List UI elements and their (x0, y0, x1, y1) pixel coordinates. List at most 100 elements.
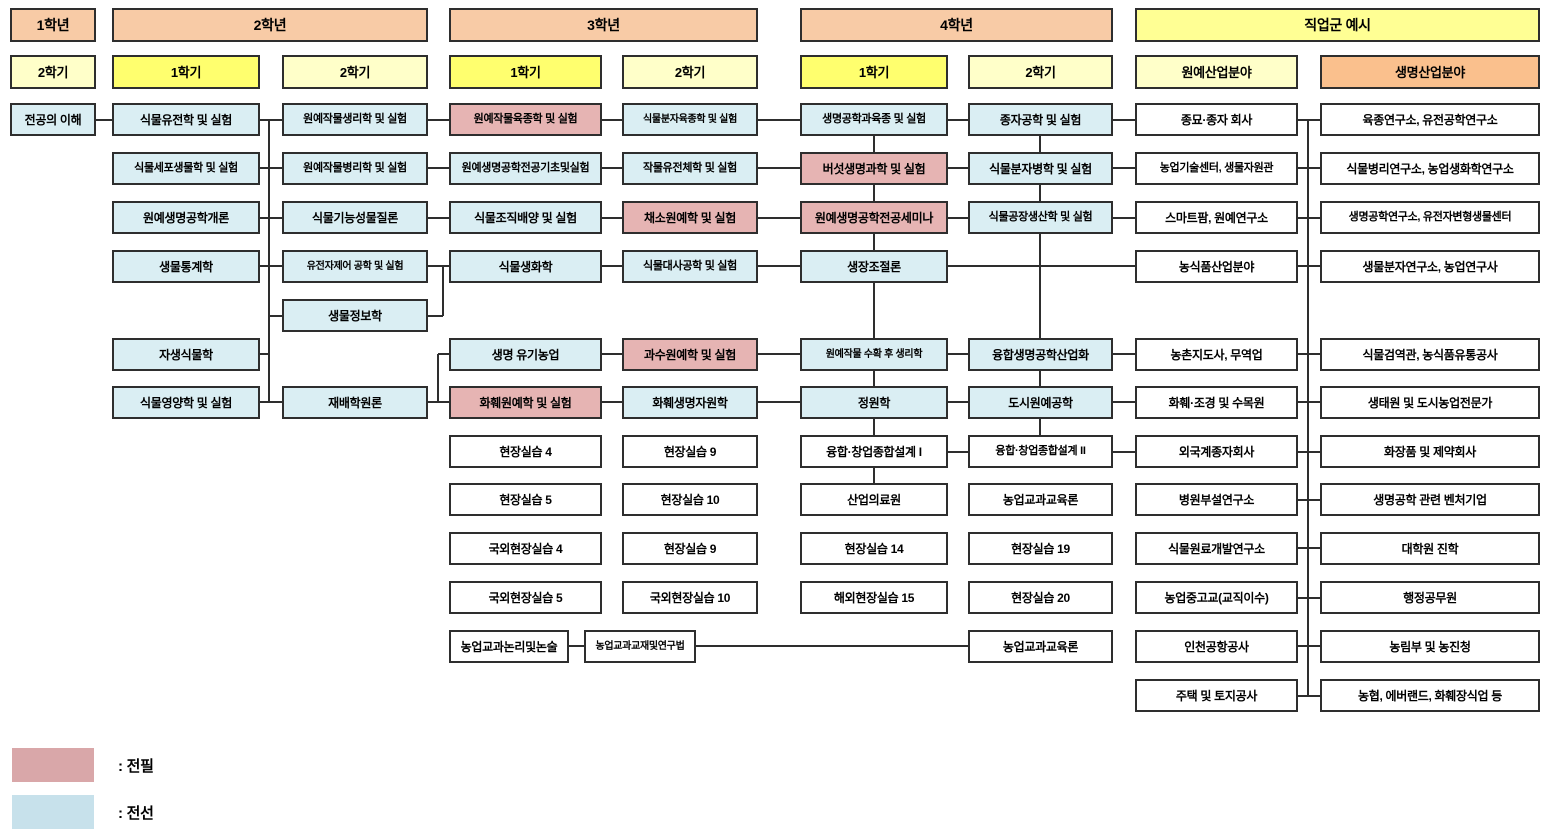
course-box: 현장실습 5 (449, 483, 602, 516)
connector-line (428, 265, 449, 267)
connector-line (1298, 401, 1320, 403)
course-box: 버섯생명과학 및 실험 (800, 152, 948, 185)
career-box: 생명공학 관련 벤처기업 (1320, 483, 1540, 516)
career-box: 식물원료개발연구소 (1135, 532, 1298, 565)
required-course-swatch (12, 748, 94, 782)
course-box: 자생식물학 (112, 338, 260, 371)
connector-line (1298, 451, 1320, 453)
course-box: 농업교과논리및논술 (449, 630, 569, 663)
course-box: 식물공장생산학 및 실험 (968, 201, 1113, 234)
course-box: 산업의료원 (800, 483, 948, 516)
course-box: 현장실습 14 (800, 532, 948, 565)
column-header: 2학기 (10, 55, 96, 89)
course-box: 융합·창업종합설계 II (968, 435, 1113, 468)
course-box: 식물분자병학 및 실험 (968, 152, 1113, 185)
career-box: 인천공항공사 (1135, 630, 1298, 663)
course-box: 전공의 이해 (10, 103, 96, 136)
career-box: 화장품 및 제약회사 (1320, 435, 1540, 468)
career-box: 주택 및 토지공사 (1135, 679, 1298, 712)
course-box: 융합생명공학산업화 (968, 338, 1113, 371)
connector-line (1113, 167, 1135, 169)
connector-line (602, 217, 622, 219)
course-box: 생물통계학 (112, 250, 260, 283)
connector-line (1298, 547, 1320, 549)
elective-course-swatch (12, 795, 94, 829)
connector-line (602, 265, 622, 267)
course-box: 종자공학 및 실험 (968, 103, 1113, 136)
year-header: 2학년 (112, 8, 428, 42)
connector-line (1298, 265, 1320, 267)
connector-line (873, 234, 875, 250)
connector-line (260, 265, 282, 267)
connector-line (758, 353, 800, 355)
career-box: 외국계종자회사 (1135, 435, 1298, 468)
connector-line (1039, 234, 1041, 338)
column-header: 원예산업분야 (1135, 55, 1298, 89)
connector-line (602, 353, 622, 355)
connector-line (948, 353, 968, 355)
course-box: 원예생명공학전공기초및실험 (449, 152, 602, 185)
connector-line (268, 120, 270, 402)
course-box: 원예작물병리학 및 실험 (282, 152, 428, 185)
course-box: 현장실습 9 (622, 532, 758, 565)
connector-line (428, 217, 449, 219)
connector-line (260, 217, 282, 219)
connector-line (602, 167, 622, 169)
connector-line (569, 645, 584, 647)
course-box: 국외현장실습 10 (622, 581, 758, 614)
connector-line (1113, 217, 1135, 219)
legend-elective: : 전선 (12, 795, 154, 829)
course-box: 원예작물 수확 후 생리학 (800, 338, 948, 371)
course-box: 도시원예공학 (968, 386, 1113, 419)
course-box: 생장조절론 (800, 250, 948, 283)
course-box: 재배학원론 (282, 386, 428, 419)
connector-line (260, 119, 282, 121)
course-box: 생명공학과육종 및 실험 (800, 103, 948, 136)
connector-line (873, 283, 875, 338)
connector-line (428, 119, 449, 121)
course-box: 원예생명공학개론 (112, 201, 260, 234)
connector-line (269, 315, 282, 317)
career-box: 농업기술센터, 생물자원관 (1135, 152, 1298, 185)
connector-line (1307, 120, 1309, 696)
career-box: 농협, 에버랜드, 화훼장식업 등 (1320, 679, 1540, 712)
connector-line (1113, 119, 1135, 121)
course-box: 식물분자육종학 및 실험 (622, 103, 758, 136)
connector-line (260, 401, 282, 403)
connector-line (96, 119, 112, 121)
course-box: 채소원예학 및 실험 (622, 201, 758, 234)
course-box: 농업교과교육론 (968, 630, 1113, 663)
course-box: 화훼생명자원학 (622, 386, 758, 419)
connector-line (442, 266, 444, 316)
connector-line (758, 119, 800, 121)
course-box: 국외현장실습 5 (449, 581, 602, 614)
year-header: 4학년 (800, 8, 1113, 42)
course-box: 식물기능성물질론 (282, 201, 428, 234)
connector-line (1298, 597, 1320, 599)
course-box: 과수원예학 및 실험 (622, 338, 758, 371)
career-box: 행정공무원 (1320, 581, 1540, 614)
connector-line (1113, 401, 1135, 403)
course-box: 농업교과교재및연구법 (584, 630, 696, 663)
connector-line (602, 119, 622, 121)
course-box: 원예작물육종학 및 실험 (449, 103, 602, 136)
course-box: 현장실습 9 (622, 435, 758, 468)
connector-line (1039, 136, 1041, 152)
connector-line (873, 136, 875, 152)
column-header: 2학기 (968, 55, 1113, 89)
connector-line (873, 419, 875, 435)
connector-line (1039, 419, 1041, 435)
connector-line (948, 119, 968, 121)
connector-line (948, 217, 968, 219)
career-box: 병원부설연구소 (1135, 483, 1298, 516)
career-box: 화훼·조경 및 수목원 (1135, 386, 1298, 419)
connector-line (1298, 499, 1320, 501)
connector-line (260, 167, 282, 169)
connector-line (758, 217, 800, 219)
column-header: 생명산업분야 (1320, 55, 1540, 89)
year-header: 1학년 (10, 8, 96, 42)
connector-line (1298, 119, 1320, 121)
course-box: 식물영양학 및 실험 (112, 386, 260, 419)
career-box: 식물병리연구소, 농업생화학연구소 (1320, 152, 1540, 185)
